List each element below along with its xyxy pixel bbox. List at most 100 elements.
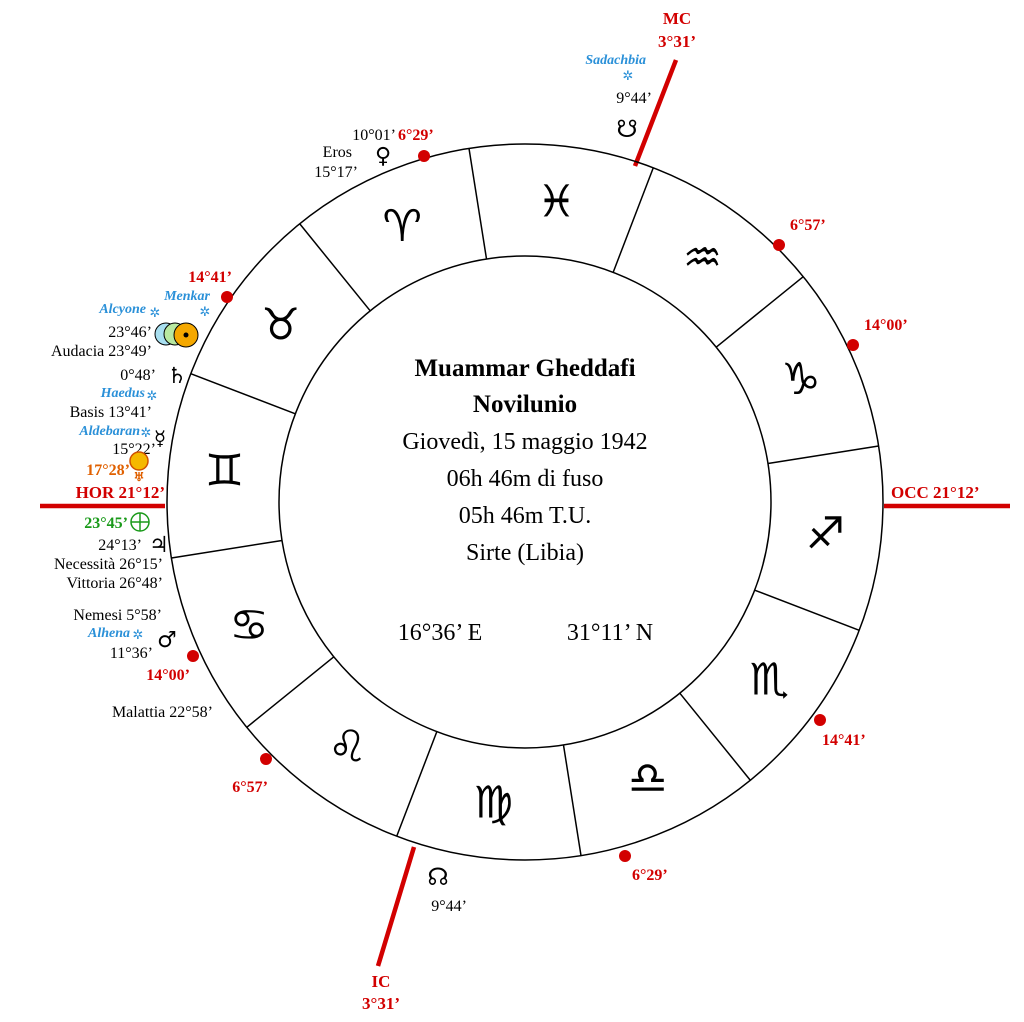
sign-divider-line <box>715 276 804 348</box>
cusp-label-6: 6°57’ <box>232 779 268 796</box>
eros-label: Eros <box>323 144 352 161</box>
north-node-degree: 9°44’ <box>431 898 467 915</box>
haedus-label: Haedus <box>100 386 146 401</box>
capricorn-icon: ♑︎ <box>781 354 820 405</box>
scorpio-icon: ♏︎ <box>750 655 789 706</box>
necessita-label: Necessità 26°15’ <box>54 556 163 573</box>
sign-divider-line <box>299 223 371 312</box>
chart-subject-name: Muammar Gheddafi <box>414 355 635 382</box>
gemini-icon: ♊︎ <box>205 445 244 496</box>
alcyone-label: Alcyone <box>98 302 146 317</box>
libra-icon: ♎︎ <box>628 753 667 804</box>
chart-longitude: 16°36’ E <box>398 620 482 646</box>
chart-latitude: 31°11’ N <box>567 620 653 646</box>
pisces-icon: ♓︎ <box>537 177 576 228</box>
basis-label: Basis 13°41’ <box>70 404 152 421</box>
sign-divider-line <box>754 589 860 631</box>
part-of-fortune-icon <box>130 512 150 532</box>
mercury-icon: ☿ <box>154 426 166 450</box>
aquarius-icon: ♒︎ <box>683 233 722 284</box>
uranus-icon: ♅ <box>129 451 149 484</box>
sun-icon <box>173 322 199 348</box>
venus-icon: ♀ <box>375 144 391 169</box>
ic-label: IC <box>372 972 391 991</box>
chart-local-time: 06h 46m di fuso <box>447 466 604 492</box>
sign-divider-line <box>396 731 438 837</box>
sign-divider-line <box>612 167 654 273</box>
inner-wheel-circle <box>278 255 772 749</box>
saturn-icon: ♄ <box>167 364 187 389</box>
cusp-dot-2 <box>773 239 785 251</box>
chart-event-title: Novilunio <box>473 391 577 418</box>
cusp-label-8: 14°41’ <box>822 732 866 749</box>
aldebaran-label: Aldebaran <box>78 424 140 439</box>
chart-ut-time: 05h 46m T.U. <box>459 503 591 529</box>
sign-divider-line <box>679 692 751 781</box>
south-node-icon: ☋ <box>616 115 637 143</box>
north-node-icon: ☊ <box>427 863 448 891</box>
sign-dividers <box>171 148 879 856</box>
cusp-dot-7 <box>619 850 631 862</box>
cusp-label-7: 6°29’ <box>632 867 668 884</box>
hor-label: HOR 21°12’ <box>76 483 165 502</box>
nemesi-label: Nemesi 5°58’ <box>73 607 162 624</box>
aldebaran-star-icon: ✲ <box>141 426 152 441</box>
cusp-label-3: 14°00’ <box>864 317 908 334</box>
sign-divider-line <box>171 539 283 559</box>
alcyone-star-icon: ✲ <box>150 306 161 321</box>
cancer-icon: ♋︎ <box>229 600 268 651</box>
virgo-icon: ♍︎ <box>474 777 513 828</box>
south-node-degree: 9°44’ <box>616 90 652 107</box>
audacia-label: Audacia 23°49’ <box>51 343 152 360</box>
mc-axis-line <box>632 59 679 167</box>
leo-icon: ♌︎ <box>328 721 367 772</box>
mars-icon: ♂ <box>157 628 177 653</box>
sign-divider-line <box>562 744 582 856</box>
vittoria-label: Vittoria 26°48’ <box>66 575 163 592</box>
menkar-star-icon: ✲ <box>200 305 211 320</box>
occ-label: OCC 21°12’ <box>891 483 980 502</box>
ic-axis-line <box>375 846 417 967</box>
sadachbia-star-icon: ✲ <box>623 69 634 84</box>
malattia-label: Malattia 22°58’ <box>112 704 213 721</box>
sagittarius-icon: ♐︎ <box>806 509 845 560</box>
alhena-star-icon: ✲ <box>133 628 144 643</box>
mars-degree: 11°36’ <box>110 645 153 662</box>
eros-degree: 15°17’ <box>314 164 358 181</box>
mc-value: 3°31’ <box>658 32 696 51</box>
ic-value: 3°31’ <box>362 994 400 1013</box>
cusp-dot-8 <box>814 714 826 726</box>
cusp-dot-6 <box>260 753 272 765</box>
jupiter-icon: ♃ <box>149 533 169 558</box>
taurus-icon: ♉︎ <box>261 299 300 350</box>
alhena-label: Alhena <box>87 626 130 641</box>
sign-glyphs: ♓︎ ♒︎ ♑︎ ♐︎ ♏︎ ♎︎ ♍︎ ♌︎ ♋︎ ♊︎ ♉︎ ♈︎ <box>205 177 845 829</box>
sign-divider-line <box>767 445 879 465</box>
saturn-degree: 0°48’ <box>120 367 156 384</box>
sign-divider-line <box>468 148 488 260</box>
cusp-dot-4 <box>221 291 233 303</box>
cusp-dot-1 <box>418 150 430 162</box>
sign-divider-line <box>246 656 335 728</box>
cusp-dot-5 <box>187 650 199 662</box>
outer-wheel-circle <box>166 143 884 861</box>
sadachbia-label: Sadachbia <box>585 53 646 68</box>
uranus-degree: 17°28’ <box>86 462 130 479</box>
cusp-label-5: 14°00’ <box>146 667 190 684</box>
aries-icon: ♈︎ <box>382 201 421 252</box>
mc-label: MC <box>663 9 691 28</box>
fortuna-degree: 23°45’ <box>84 515 128 532</box>
cusp-dot-3 <box>847 339 859 351</box>
venus-degree: 10°01’ <box>352 127 396 144</box>
chart-date: Giovedì, 15 maggio 1942 <box>402 429 647 455</box>
jupiter-degree: 24°13’ <box>98 537 142 554</box>
cusp-label-1: 6°29’ <box>398 127 434 144</box>
sun-moon-degree: 23°46’ <box>108 324 152 341</box>
cusp-label-4: 14°41’ <box>188 269 232 286</box>
menkar-label: Menkar <box>163 289 210 304</box>
haedus-star-icon: ✲ <box>147 389 158 404</box>
sign-divider-line <box>190 373 296 415</box>
chart-place: Sirte (Libia) <box>466 540 584 566</box>
cusp-label-2: 6°57’ <box>790 217 826 234</box>
